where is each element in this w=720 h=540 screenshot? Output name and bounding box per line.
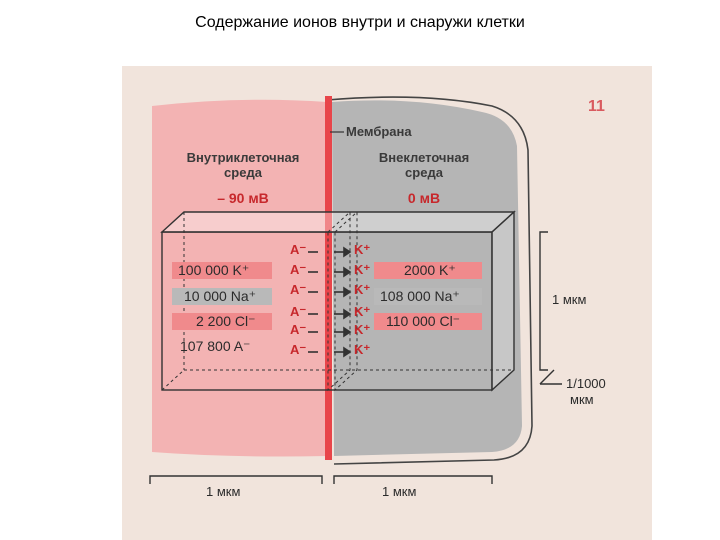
slide-title: Содержание ионов внутри и снаружи клетки (0, 14, 720, 32)
ion-na-inside: 10 000 Na⁺ (184, 288, 256, 305)
cation-label: K⁺ (354, 322, 370, 338)
ion-k-outside: 2000 K⁺ (404, 262, 456, 279)
ion-a-inside: 107 800 A⁻ (180, 338, 250, 355)
height-scale-bracket (540, 232, 548, 370)
width-scale-left-label: 1 мкм (206, 484, 240, 499)
intracellular-label-line2: среда (168, 165, 318, 180)
membrane (325, 96, 332, 460)
width-scale-right-label: 1 мкм (382, 484, 416, 499)
height-scale-label: 1 мкм (552, 292, 586, 307)
ion-cl-outside: 110 000 Cl⁻ (386, 313, 460, 330)
anion-label: A⁻ (290, 322, 306, 338)
anion-label: A⁻ (290, 304, 306, 320)
ion-na-outside: 108 000 Na⁺ (380, 288, 460, 305)
anion-label: A⁻ (290, 262, 306, 278)
extracellular-label-line2: среда (354, 165, 494, 180)
ion-cl-inside: 2 200 Cl⁻ (196, 313, 256, 330)
anion-label: A⁻ (290, 282, 306, 298)
figure-number: 11 (588, 98, 605, 116)
intracellular-label-line1: Внутриклеточная (168, 150, 318, 165)
depth-scale-bracket (540, 370, 554, 384)
ion-diagram: 11 Мембрана Внутриклеточная среда – 90 м… (122, 66, 652, 540)
cation-label: K⁺ (354, 262, 370, 278)
membrane-label: Мембрана (346, 124, 412, 139)
ion-k-inside: 100 000 K⁺ (178, 262, 249, 279)
box-top-face (162, 212, 514, 232)
depth-scale-label-line1: 1/1000 (566, 376, 606, 391)
intracellular-potential: – 90 мВ (168, 190, 318, 206)
cation-label: K⁺ (354, 242, 370, 258)
anion-label: A⁻ (290, 242, 306, 258)
depth-scale-label-line2: мкм (570, 392, 594, 407)
cation-label: K⁺ (354, 304, 370, 320)
width-scale-left (150, 476, 322, 484)
cation-label: K⁺ (354, 282, 370, 298)
cation-label: K⁺ (354, 342, 370, 358)
anion-label: A⁻ (290, 342, 306, 358)
width-scale-right (334, 476, 492, 484)
box-right-face (492, 212, 514, 390)
extracellular-label-line1: Внеклеточная (354, 150, 494, 165)
extracellular-potential: 0 мВ (354, 190, 494, 206)
